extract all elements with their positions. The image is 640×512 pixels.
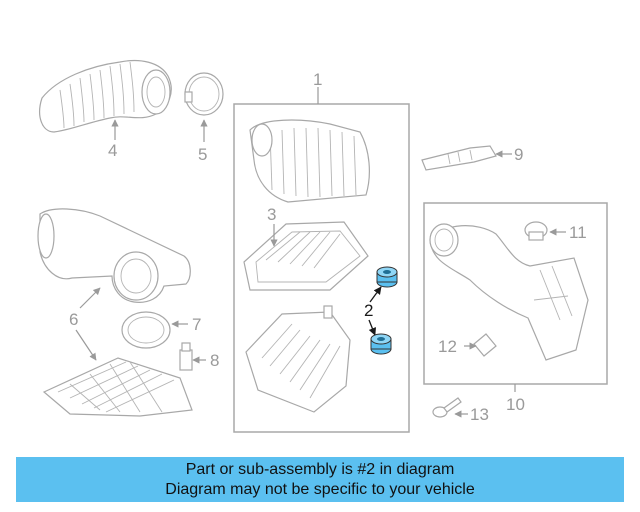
small-sensor-part bbox=[179, 342, 193, 371]
info-banner: Part or sub-assembly is #2 in diagram Di… bbox=[16, 457, 624, 502]
intake-hose-part bbox=[39, 59, 172, 133]
air-flow-sensor-part bbox=[421, 145, 497, 171]
bolt-part bbox=[432, 397, 462, 418]
callout-9: 9 bbox=[514, 145, 523, 164]
callout-10: 10 bbox=[506, 395, 525, 414]
banner-line-1: Part or sub-assembly is #2 in diagram bbox=[185, 461, 455, 478]
callout-4: 4 bbox=[108, 141, 117, 160]
resonator-mesh-part bbox=[42, 357, 193, 417]
callout-2: 2 bbox=[364, 301, 373, 320]
outlet-duct-part bbox=[429, 223, 589, 361]
callout-12: 12 bbox=[438, 337, 457, 356]
air-filter-element-part bbox=[243, 221, 369, 291]
callout-8: 8 bbox=[210, 351, 219, 370]
parts-diagram: 1 2 3 4 5 6 7 8 9 10 11 12 13 bbox=[37, 59, 608, 433]
callout-5: 5 bbox=[198, 145, 207, 164]
banner-line-2: Diagram may not be specific to your vehi… bbox=[165, 481, 475, 498]
plug-part bbox=[473, 333, 497, 357]
resonator-part bbox=[37, 208, 191, 303]
callout-6: 6 bbox=[69, 310, 78, 329]
air-cleaner-case-part bbox=[245, 305, 351, 413]
callout-3: 3 bbox=[267, 205, 276, 224]
callout-13: 13 bbox=[470, 405, 489, 424]
seal-ring-part bbox=[121, 311, 171, 349]
air-cleaner-cover-part bbox=[249, 119, 370, 203]
assembly-box-1 bbox=[233, 103, 410, 433]
clip-part bbox=[524, 221, 548, 241]
hose-clamp-part bbox=[184, 72, 224, 116]
callout-1: 1 bbox=[313, 70, 322, 89]
grommet-part-upper bbox=[376, 266, 398, 288]
grommet-part-lower bbox=[370, 333, 392, 355]
callout-11: 11 bbox=[569, 223, 587, 242]
callout-7: 7 bbox=[192, 315, 201, 334]
